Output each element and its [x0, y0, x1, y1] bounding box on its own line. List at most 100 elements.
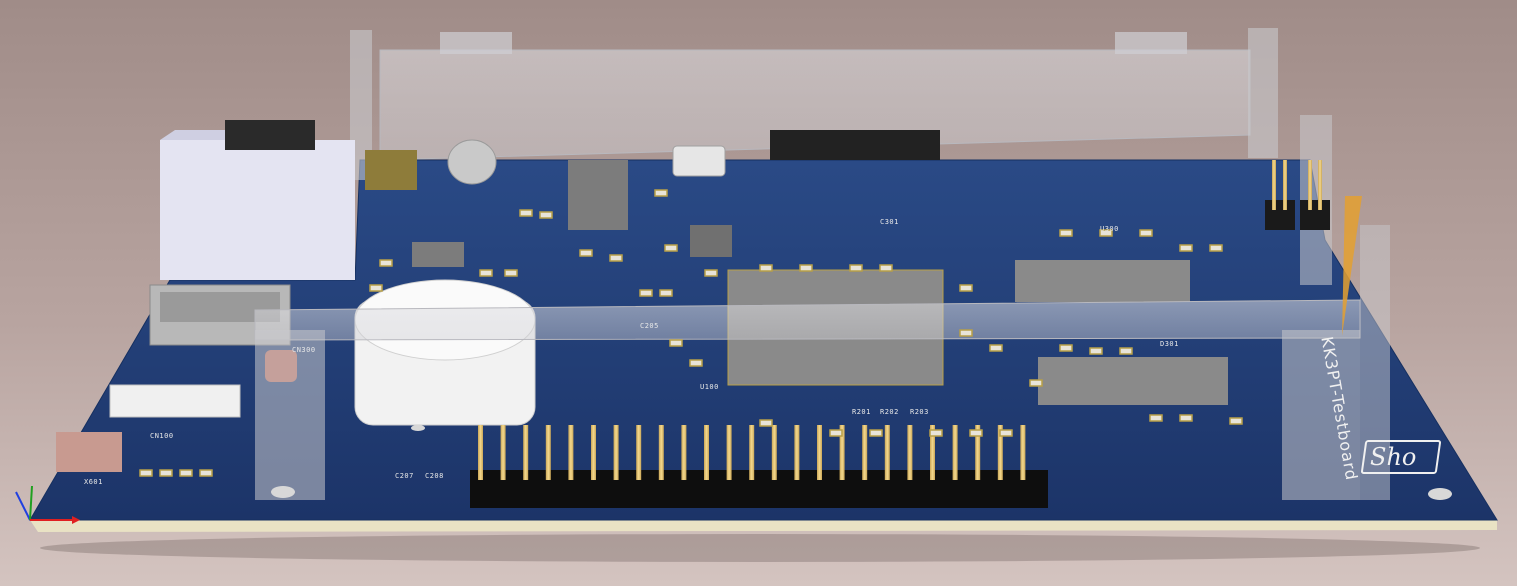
axis-gizmo	[15, 485, 80, 524]
axis-y-icon	[29, 485, 33, 521]
smd-passive	[664, 244, 678, 252]
smd-passive	[539, 211, 553, 219]
gpio-pin	[952, 425, 958, 480]
smd-passive	[849, 264, 863, 272]
smd-passive	[959, 329, 973, 337]
usb-micro-connector[interactable]	[672, 145, 726, 177]
gpio-pin	[545, 425, 551, 480]
board-shadow	[40, 534, 1480, 562]
pin-header-right[interactable]	[1265, 160, 1330, 230]
smd-passive	[799, 264, 813, 272]
smd-components	[139, 189, 1243, 477]
gpio-pin	[907, 425, 913, 480]
smd-passive	[999, 429, 1013, 437]
acrylic-post-front-right	[1282, 330, 1360, 500]
smd-passive	[179, 469, 193, 477]
gpio-pin	[817, 425, 822, 480]
smd-passive	[1089, 347, 1103, 355]
gpio-pin	[726, 425, 732, 480]
gpio-pin	[930, 425, 935, 480]
board-edge	[30, 520, 1497, 532]
silk-label-c207: C207	[395, 472, 414, 480]
silk-label-r202: R202	[880, 408, 899, 416]
gpio-pin	[681, 425, 687, 480]
silk-label-c205: C205	[640, 322, 659, 330]
smd-passive	[519, 209, 533, 217]
acrylic-post-front-left	[255, 330, 325, 500]
smd-passive	[1139, 229, 1153, 237]
gpio-pin	[884, 425, 890, 480]
smd-passive	[1179, 414, 1193, 422]
smd-passive	[829, 429, 843, 437]
smd-passive	[969, 429, 983, 437]
smd-passive	[579, 249, 593, 257]
smd-passive	[1029, 379, 1043, 387]
smd-passive	[659, 289, 673, 297]
connector-jack-side	[160, 130, 225, 140]
connector-x601-pink	[56, 432, 122, 472]
smd-passive	[759, 419, 773, 427]
silk-label-r201: R201	[852, 408, 871, 416]
ic-dip-socket[interactable]	[770, 130, 940, 160]
connector-jack-body[interactable]	[160, 140, 355, 280]
silk-label-u100: U100	[700, 383, 719, 391]
silk-label-r203: R203	[910, 408, 929, 416]
ic-small-2	[690, 225, 732, 257]
silk-label-u300: U300	[1100, 225, 1119, 233]
gpio-pin	[862, 425, 868, 480]
gpio-pin	[500, 425, 506, 480]
smd-passive	[1059, 344, 1073, 352]
ic-small-1	[412, 242, 464, 267]
acrylic-post-back-left	[350, 30, 372, 180]
mounting-hole	[1428, 488, 1452, 500]
axis-z-icon	[15, 491, 31, 521]
acrylic-tab-right	[1115, 32, 1187, 54]
smd-passive	[199, 469, 213, 477]
gpio-header[interactable]	[470, 425, 1048, 508]
gpio-pin	[591, 425, 596, 480]
gpio-pin	[636, 425, 642, 480]
gpio-pin	[658, 425, 664, 480]
gpio-pin	[771, 425, 777, 480]
mounting-hole	[271, 486, 295, 498]
smd-passive	[639, 289, 653, 297]
connector-cn100-white[interactable]	[109, 384, 241, 418]
silk-label-c208: C208	[425, 472, 444, 480]
smd-passive	[504, 269, 518, 277]
silk-label-cn100: CN100	[150, 432, 174, 440]
inductor	[365, 150, 417, 190]
gpio-pin	[478, 425, 483, 480]
smd-passive	[1209, 244, 1223, 252]
logo-silkscreen: Sho	[1370, 443, 1417, 471]
smd-passive	[379, 259, 393, 267]
smd-passive	[1059, 229, 1073, 237]
silk-label-d301: D301	[1160, 340, 1179, 348]
smd-passive	[704, 269, 718, 277]
smd-passive	[1149, 414, 1163, 422]
smd-passive	[1229, 417, 1243, 425]
probe-tip	[1342, 196, 1362, 336]
smd-passive	[654, 189, 668, 197]
smd-passive	[1179, 244, 1193, 252]
silk-label-x601: X601	[84, 478, 103, 486]
smd-passive	[759, 264, 773, 272]
smd-passive	[959, 284, 973, 292]
smd-passive	[139, 469, 153, 477]
gpio-pin	[704, 425, 709, 480]
acrylic-post-back-right	[1248, 28, 1278, 158]
ic-voltage-regulator	[568, 160, 628, 230]
ic-memory-1	[1015, 260, 1190, 302]
smd-passive	[369, 284, 383, 292]
connector-jack-top	[225, 120, 315, 150]
ic-memory-2	[1038, 357, 1228, 405]
smd-passive	[479, 269, 493, 277]
smd-passive	[669, 339, 683, 347]
smd-passive	[1099, 229, 1113, 237]
gpio-pin	[749, 425, 755, 480]
smd-passive	[689, 359, 703, 367]
gpio-pin	[794, 425, 800, 480]
acrylic-front-right-panel	[1360, 225, 1390, 500]
gpio-pin	[975, 425, 981, 480]
